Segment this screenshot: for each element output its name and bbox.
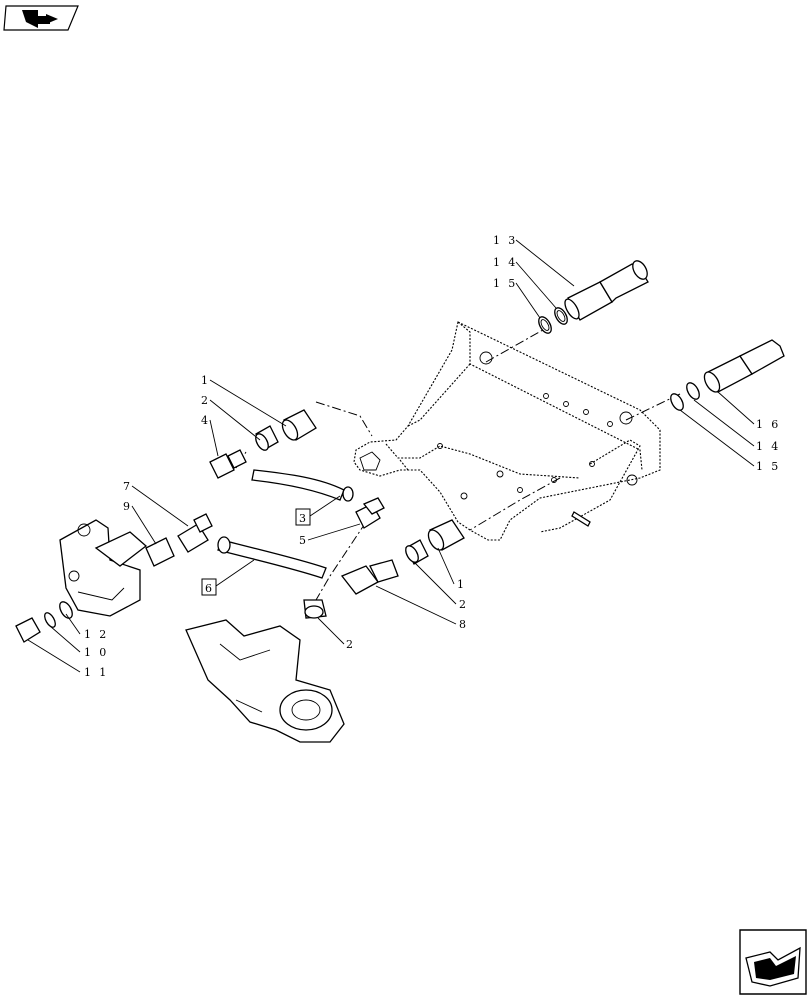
callout-15-right: 1 5	[756, 460, 781, 473]
callout-4: 4	[201, 414, 210, 427]
part-15-washer-right[interactable]	[668, 392, 686, 413]
callout-13-top: 1 3	[493, 234, 518, 247]
callout-1-top: 1	[201, 374, 210, 387]
callout-12: 1 2	[84, 628, 109, 641]
callout-2-top: 2	[201, 394, 210, 407]
part-10-washer[interactable]	[43, 611, 58, 629]
next-page-arrow-icon[interactable]	[739, 929, 807, 995]
part-8-elbow[interactable]	[340, 559, 399, 595]
part-14-oring-right[interactable]	[684, 381, 702, 402]
callout-3: 3	[299, 512, 308, 525]
part-2-fitting-lower[interactable]	[403, 539, 429, 565]
part-1-adapter-top[interactable]	[279, 409, 317, 443]
valve-assembly	[59, 519, 148, 617]
part-3-hose[interactable]	[251, 469, 354, 502]
callout-7: 7	[123, 480, 132, 493]
part-9-adapter[interactable]	[145, 537, 175, 567]
part-7-elbow[interactable]	[177, 513, 213, 553]
callout-16: 1 6	[756, 418, 781, 431]
callout-6: 6	[205, 582, 214, 595]
callout-5: 5	[299, 534, 308, 547]
part-12-oring[interactable]	[57, 600, 75, 621]
callout-box-6	[201, 578, 217, 596]
callout-15-top: 1 5	[493, 277, 518, 290]
part-11-plug[interactable]	[15, 617, 41, 643]
leader-lines	[27, 239, 755, 673]
callout-1-lower: 1	[457, 578, 466, 591]
callout-14-top: 1 4	[493, 256, 518, 269]
assembly-centerlines	[235, 325, 681, 601]
book-arrow-icon[interactable]	[3, 5, 79, 31]
callout-9: 9	[123, 500, 132, 513]
part-16-quick-coupler[interactable]	[701, 339, 785, 395]
callout-2-bottom: 2	[346, 638, 355, 651]
part-6-hose[interactable]	[217, 536, 327, 579]
callout-8: 8	[459, 618, 468, 631]
part-15-washer-top[interactable]	[536, 315, 554, 336]
pump-assembly	[185, 619, 345, 743]
part-5-elbow[interactable]	[355, 497, 385, 529]
part-4-elbow[interactable]	[209, 449, 247, 479]
callout-14-right: 1 4	[756, 440, 781, 453]
mounting-bracket	[353, 321, 661, 541]
callout-2-lower: 2	[459, 598, 468, 611]
part-14-oring-top[interactable]	[552, 306, 570, 327]
part-13-quick-coupler[interactable]	[562, 258, 650, 321]
part-2-fitting-bottom[interactable]	[303, 599, 327, 619]
callout-11: 1 1	[84, 666, 109, 679]
part-1-adapter-lower[interactable]	[425, 519, 465, 553]
callout-10: 1 0	[84, 646, 109, 659]
part-2-fitting-top[interactable]	[253, 425, 279, 452]
callout-box-3	[295, 508, 311, 526]
